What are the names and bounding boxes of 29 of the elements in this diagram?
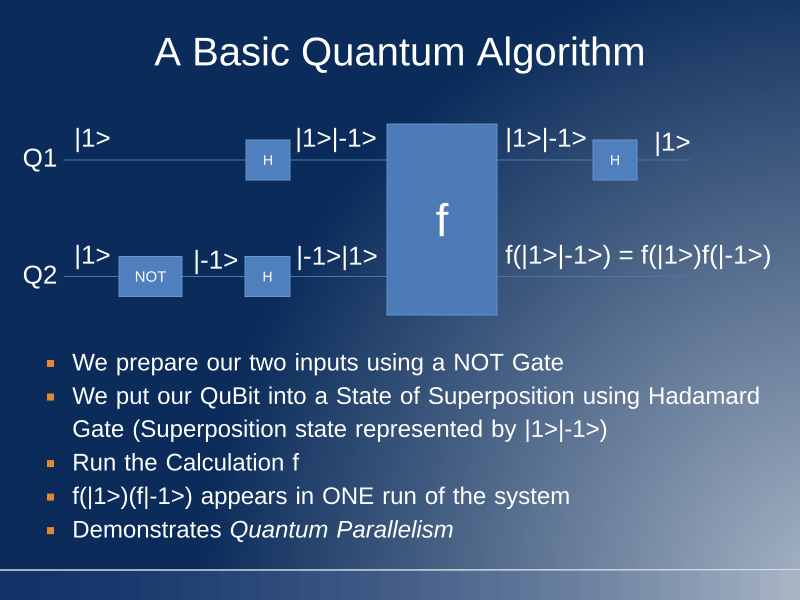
gate-box: H: [246, 140, 290, 180]
wire: [637, 159, 690, 161]
title: A Basic Quantum Algorithm: [154, 36, 643, 74]
state-label: |1>|-1>: [298, 128, 376, 152]
bullet-text: Run the Calculation f: [74, 453, 300, 471]
qubit-label: Q2: [24, 265, 56, 289]
state-label: |-1>: [196, 250, 238, 274]
state-label: |1>: [76, 244, 110, 270]
state-label: f(|1>|-1>) = f(|1>)f(|-1>): [506, 244, 770, 270]
bullet-text: Demonstrates Quantum Parallelism: [74, 520, 453, 542]
wire: [64, 159, 246, 161]
wire: [497, 276, 690, 278]
bullet-text: f(|1>)(f|-1>) appears in ONE run of the system: [72, 486, 569, 510]
wire: [290, 276, 387, 278]
state-label: |1>: [656, 132, 690, 156]
function-box: f: [386, 124, 498, 316]
state-label: |-1>|1>: [298, 246, 376, 270]
bullet-text: We prepare our two inputs using a NOT Gate: [72, 352, 563, 376]
wire: [290, 159, 387, 161]
state-label: |1>: [76, 128, 110, 152]
state-label: |1>|-1>: [508, 128, 586, 152]
wire: [64, 276, 119, 278]
wire: [182, 276, 245, 278]
gate-box: NOT: [118, 256, 182, 297]
gate-box: H: [244, 256, 290, 297]
qubit-label: Q1: [24, 148, 56, 172]
wire: [497, 159, 593, 161]
gate-box: H: [592, 140, 638, 180]
bullet-text: We put our QuBit into a State of Superposition using Hadamard Gate (Superposition state represented by |1>|-1>): [72, 386, 759, 442]
